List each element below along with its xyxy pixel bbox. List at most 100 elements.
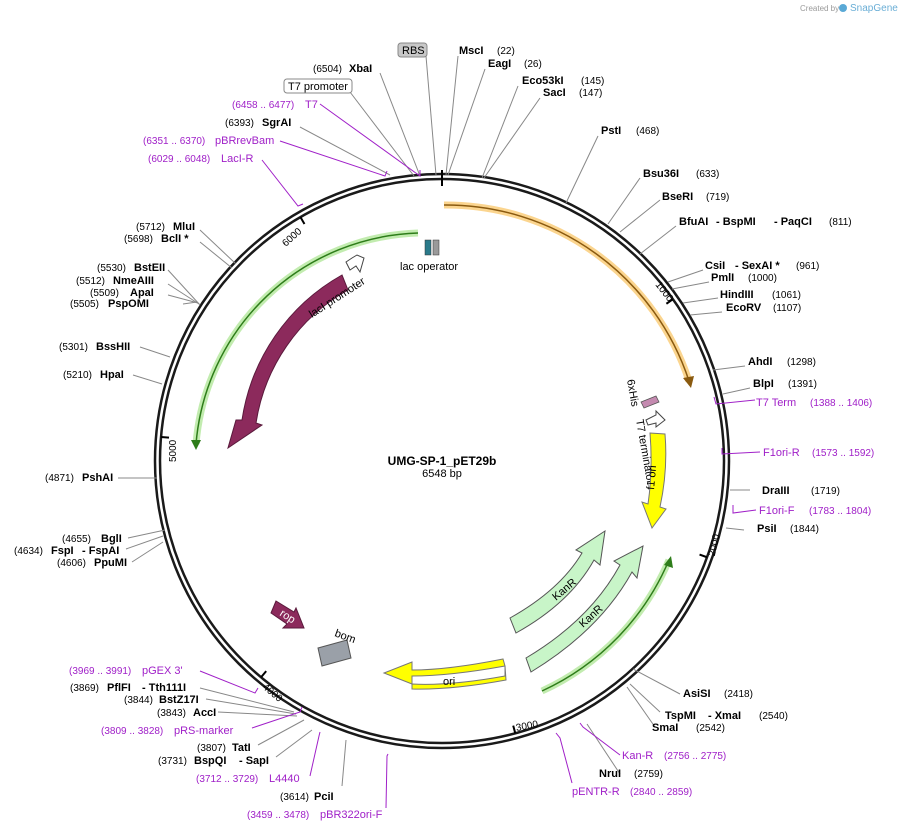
site-name[interactable]: AhdI	[748, 356, 772, 368]
lac-operator-label: lac operator	[400, 261, 458, 273]
site-name[interactable]: FspI	[51, 545, 74, 557]
site-name[interactable]: SgrAI	[262, 117, 291, 129]
site-name[interactable]: MscI	[459, 45, 483, 57]
primer-name[interactable]: L4440	[269, 773, 300, 785]
site-name[interactable]: DraIII	[762, 485, 790, 497]
site-pos: (3844)	[124, 695, 153, 706]
site-name[interactable]: BlpI	[753, 378, 774, 390]
lacI-promoter-arrow	[345, 254, 365, 274]
site-name[interactable]: PmlI	[711, 272, 734, 284]
primer-name[interactable]: pENTR-R	[572, 786, 620, 798]
site-name[interactable]: PflFI	[107, 682, 131, 694]
tick-label-3000: 3000	[515, 719, 539, 734]
primer-name[interactable]: pRS-marker	[174, 725, 234, 737]
primer-name[interactable]: pGEX 3'	[142, 665, 183, 677]
f1-ori-label: f1 ori	[645, 465, 659, 490]
sixhis-label: 6xHis	[624, 378, 641, 408]
primer-name[interactable]: LacI-R	[221, 153, 253, 165]
site-name-2[interactable]: - SapI	[239, 755, 269, 767]
t7-promoter-box	[283, 78, 353, 94]
plasmid-length: 6548 bp	[422, 468, 462, 480]
site-pos: (4606)	[57, 558, 86, 569]
site-pos: (2759)	[634, 769, 663, 780]
primer-range: (6458 .. 6477)	[232, 100, 294, 111]
site-name[interactable]: AsiSI	[683, 688, 711, 700]
primer-name[interactable]: Kan-R	[622, 750, 653, 762]
site-name[interactable]: XbaI	[349, 63, 372, 75]
site-name[interactable]: BclI *	[161, 233, 189, 245]
site-name[interactable]: TatI	[232, 742, 251, 754]
site-name-2[interactable]: - SexAI *	[735, 260, 780, 272]
snapgene-logo-icon	[839, 4, 847, 12]
site-pos: (1298)	[787, 357, 816, 368]
site-name[interactable]: EagI	[488, 58, 511, 70]
site-name[interactable]: SmaI	[652, 722, 678, 734]
site-name[interactable]: BseRI	[662, 191, 693, 203]
site-name[interactable]: CsiI	[705, 260, 725, 272]
t7-promoter-tag: T7 promoter	[283, 78, 353, 94]
t7-promoter-label: T7 promoter	[288, 81, 348, 93]
site-name[interactable]: PciI	[314, 791, 334, 803]
site-name[interactable]: BstZ17I	[159, 694, 199, 706]
primer-range: (2840 .. 2859)	[630, 787, 692, 798]
tick-mark-6000	[299, 216, 306, 225]
site-pos: (5530)	[97, 263, 126, 274]
leader-lines	[118, 55, 751, 787]
site-name[interactable]: PshAI	[82, 472, 113, 484]
site-pos: (961)	[796, 261, 819, 272]
tick-label-5000: 5000	[168, 439, 179, 462]
site-name[interactable]: PpuMI	[94, 557, 127, 569]
site-name[interactable]: SacI	[543, 87, 566, 99]
primer-range: (1573 .. 1592)	[812, 448, 874, 459]
primer-name[interactable]: T7	[305, 99, 318, 111]
credit-app: SnapGene	[850, 3, 898, 14]
site-name[interactable]: PstI	[601, 125, 621, 137]
site-name-2[interactable]: - Tth111I	[142, 682, 186, 694]
site-name[interactable]: HindIII	[720, 289, 754, 301]
site-name[interactable]: BfuAI	[679, 216, 708, 228]
primer-name[interactable]: pBR322ori-F	[320, 809, 383, 821]
site-name-2[interactable]: - FspAI	[82, 545, 119, 557]
site-name[interactable]: EcoRV	[726, 302, 762, 314]
site-pos: (3869)	[70, 683, 99, 694]
site-name[interactable]: NruI	[599, 768, 621, 780]
site-name[interactable]: BssHII	[96, 341, 130, 353]
lac-operator-box-2	[432, 239, 440, 256]
site-name[interactable]: MluI	[173, 221, 195, 233]
primer-name[interactable]: F1ori-F	[759, 505, 795, 517]
tick-label-6000: 6000	[280, 226, 304, 249]
site-name[interactable]: Bsu36I	[643, 168, 679, 180]
tick-label-4000: 4000	[260, 682, 284, 705]
site-name[interactable]: BglI	[101, 533, 122, 545]
primer-name[interactable]: F1ori-R	[763, 447, 800, 459]
site-name[interactable]: ApaI	[130, 287, 154, 299]
site-name[interactable]: BstEII	[134, 262, 165, 274]
site-pos: (811)	[829, 217, 852, 228]
primer-range: (3969 .. 3991)	[69, 666, 131, 677]
site-pos: (468)	[636, 126, 659, 137]
rbs-label: RBS	[402, 45, 425, 57]
site-name-2[interactable]: - XmaI	[708, 710, 741, 722]
site-name[interactable]: PsiI	[757, 523, 777, 535]
site-pos: (4634)	[14, 546, 43, 557]
site-name[interactable]: TspMI	[665, 710, 696, 722]
primer-range: (6029 .. 6048)	[148, 154, 210, 165]
kanR-arrow-inner	[509, 529, 606, 634]
site-name-2[interactable]: - BspMI	[716, 216, 756, 228]
site-name-3[interactable]: - PaqCI	[774, 216, 812, 228]
tick-mark-1000	[665, 298, 674, 305]
tick-mark-5000	[160, 435, 170, 439]
site-name[interactable]: HpaI	[100, 369, 124, 381]
site-name[interactable]: PspOMI	[108, 298, 149, 310]
orange-feature-arc	[443, 204, 690, 382]
primer-name[interactable]: T7 Term	[756, 397, 796, 409]
f1-ori-arrow	[641, 432, 667, 530]
site-name[interactable]: NmeAIII	[113, 275, 154, 287]
site-name[interactable]: Eco53kI	[522, 75, 564, 87]
site-name[interactable]: BspQI	[194, 755, 226, 767]
ori-arrow-body	[411, 665, 507, 690]
features: lacI lacI promoter lac operator 6xHis T7…	[191, 201, 694, 695]
site-name[interactable]: AccI	[193, 707, 216, 719]
primer-name[interactable]: pBRrevBam	[215, 135, 274, 147]
site-pos: (1107)	[773, 303, 801, 314]
